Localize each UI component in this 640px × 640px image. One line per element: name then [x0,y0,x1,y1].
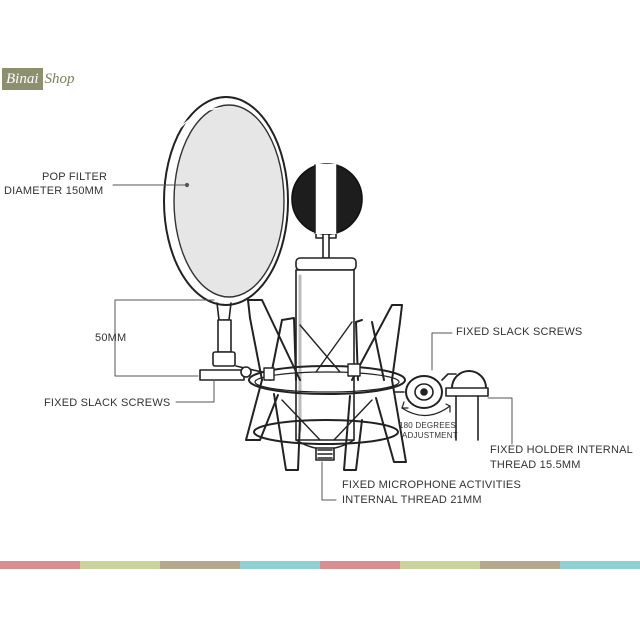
logo-part-2: Shop [44,71,75,87]
mount-adapter [394,370,489,441]
color-stripe-segment [80,561,160,569]
leader-lines [112,182,513,501]
microphone-body [295,221,357,461]
pop-filter-label-line2: DIAMETER 150MM [4,185,104,197]
color-stripe-segment [0,561,80,569]
pop-filter [163,96,289,306]
pop-filter-label-line1: POP FILTER [42,171,108,183]
mic-thread-label-line2: INTERNAL THREAD 21MM [342,494,482,506]
holder-thread-label-line1: FIXED HOLDER INTERNAL [490,444,633,456]
microphone-head [291,163,363,235]
fixed-slack-screws-right-label: FIXED SLACK SCREWS [456,326,583,338]
color-stripe-segment [400,561,480,569]
mic-thread-label-line1: FIXED MICROPHONE ACTIVITIES [342,479,521,491]
gap-50mm-label: 50MM [95,332,127,344]
color-stripe-segment [320,561,400,569]
color-stripe-segment [560,561,640,569]
pop-filter-holder [199,302,263,381]
rotation-label-line1: 180 DEGREES [399,421,456,430]
shop-logo: Binai Shop [2,68,78,90]
holder-thread-label-line2: THREAD 15.5MM [490,459,581,471]
fixed-slack-screws-left-label: FIXED SLACK SCREWS [44,397,171,409]
rotation-label-line2: ADJUSTMENT [402,431,458,440]
shock-mount [245,299,407,471]
color-stripe-segment [480,561,560,569]
color-stripe-segment [240,561,320,569]
logo-part-1: Binai [2,68,43,90]
color-stripe-segment [160,561,240,569]
